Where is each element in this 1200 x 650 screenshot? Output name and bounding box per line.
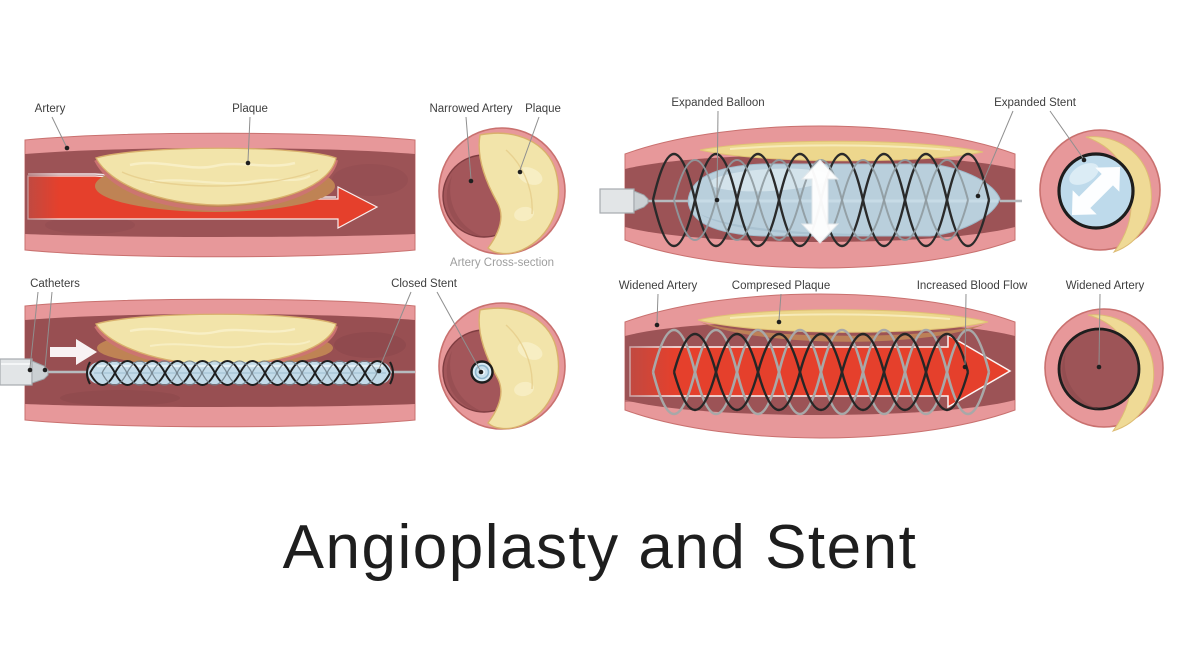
catheters-leader-2	[44, 291, 53, 369]
flow-fade	[625, 340, 675, 402]
stent-mesh-dark	[672, 333, 970, 411]
widened-artery-leader	[656, 293, 659, 324]
widened-artery-cross-leader-dot	[1096, 364, 1102, 370]
lumen-shading	[332, 164, 408, 196]
stent-end-cap	[86, 361, 91, 385]
plaque-seam	[505, 149, 533, 215]
catheters-leader-1	[29, 291, 39, 369]
plaque-cross-label: Plaque	[525, 103, 561, 115]
plaque-texture	[729, 144, 951, 151]
expanded-balloon-leader-dot	[714, 197, 720, 203]
catheter-hub	[633, 190, 649, 212]
plaque-leader-dot	[245, 160, 251, 166]
balloon-shade	[700, 214, 880, 236]
plaque-seam	[121, 169, 319, 187]
lumen-shading	[45, 216, 135, 234]
expanded-balloon-label: Expanded Balloon	[671, 97, 764, 109]
panel-catheter-insertion	[0, 298, 416, 428]
plaque-leader	[247, 116, 251, 162]
stent-mesh-light	[101, 360, 378, 386]
compressed-plaque-leader-dot	[776, 319, 782, 325]
insertion-arrow	[50, 339, 97, 365]
plaque-seam	[505, 324, 533, 390]
catheters-leader-dot	[27, 367, 33, 373]
widened-artery-label: Widened Artery	[619, 280, 698, 292]
plaque-cross-leader	[519, 116, 540, 171]
plaque-body	[94, 313, 337, 366]
artery-leader-dot	[64, 145, 70, 151]
widened-artery-leader-dot	[654, 322, 660, 328]
expanded-stent-label: Expanded Stent	[994, 97, 1077, 109]
plaque-texture	[129, 327, 296, 335]
stent-mesh-light	[101, 360, 378, 386]
lumen-inner-shade	[446, 351, 484, 412]
catheters-leader-dot	[42, 367, 48, 373]
cross-section-expanded-stent	[1039, 129, 1161, 254]
lumen-inner-shade	[446, 176, 484, 237]
plaque-cross-leader-dot	[517, 169, 523, 175]
plaque-crescent	[478, 132, 560, 255]
panel-blocked-artery	[24, 132, 416, 258]
catheter-body	[0, 358, 33, 386]
compressed-plaque-label: Compresed Plaque	[732, 280, 830, 292]
widened-artery-cross-leader	[1098, 293, 1101, 366]
closed-stent-label: Closed Stent	[391, 278, 458, 290]
increased-blood-flow-leader	[964, 293, 967, 366]
plaque-texture	[729, 313, 951, 320]
plaque-texture	[149, 340, 311, 349]
balloon-gloss	[1069, 163, 1099, 185]
compressed-plaque-leader	[778, 293, 782, 321]
artery-leader	[51, 116, 67, 147]
stent-mesh-light	[673, 159, 969, 241]
cross-section-widened-artery	[1044, 308, 1164, 432]
closed-stent-leader-dot	[478, 369, 484, 375]
cross-section-closed-stent	[438, 302, 566, 430]
narrowed-artery-label: Narrowed Artery	[429, 103, 512, 115]
lumen-shading	[334, 332, 406, 358]
catheters-label: Catheters	[30, 278, 80, 290]
expanded-stent-leader-dot	[1081, 157, 1087, 163]
stent-mesh-dark	[89, 360, 391, 386]
artery-label: Artery	[35, 103, 66, 115]
stent-mesh-light	[651, 328, 991, 416]
panel-stent-result	[624, 293, 1016, 439]
increased-blood-flow-leader-dot	[962, 364, 968, 370]
plaque-texture	[149, 175, 311, 185]
flow-fade	[25, 172, 59, 222]
stent-mesh-dark	[672, 333, 970, 411]
closed-stent-leader-left	[378, 291, 412, 370]
narrowed-artery-leader	[465, 116, 472, 180]
expanded-balloon-leader	[716, 110, 719, 199]
plaque-texture	[514, 381, 534, 397]
widened-artery-cross-label: Widened Artery	[1066, 280, 1145, 292]
catheter-body	[599, 188, 635, 214]
plaque-rim	[94, 159, 338, 212]
stent-end-cap	[389, 361, 394, 385]
expanded-stent-leader-left	[977, 110, 1014, 195]
lumen-shading	[60, 390, 180, 406]
catheter-hub	[31, 360, 49, 384]
narrowed-artery-leader-dot	[468, 178, 474, 184]
expansion-arrow-vertical	[800, 159, 840, 244]
plaque-crescent	[478, 307, 560, 430]
panel-balloon-inflation	[599, 125, 1022, 269]
cross-section-narrowed	[438, 127, 566, 255]
increased-blood-flow-label: Increased Blood Flow	[917, 280, 1028, 292]
labels: Artery Plaque Narrowed Artery Plaque Art…	[27, 97, 1145, 375]
plaque-texture	[514, 206, 534, 222]
closed-stent-leader-right	[436, 291, 481, 371]
expanded-stent-leader-right	[1049, 110, 1084, 159]
plaque-texture	[517, 342, 543, 360]
plaque-texture	[129, 161, 296, 169]
plaque-texture	[517, 167, 543, 185]
closed-stent-leader-dot	[376, 368, 382, 374]
plaque-label: Plaque	[232, 103, 268, 115]
diagram-title: Angioplasty and Stent	[283, 513, 918, 582]
artery-cross-section-caption: Artery Cross-section	[450, 257, 554, 269]
plaque-shadow	[700, 322, 985, 342]
expanded-stent-leader-dot	[975, 193, 981, 199]
expansion-arrow-diagonal	[1071, 166, 1121, 216]
